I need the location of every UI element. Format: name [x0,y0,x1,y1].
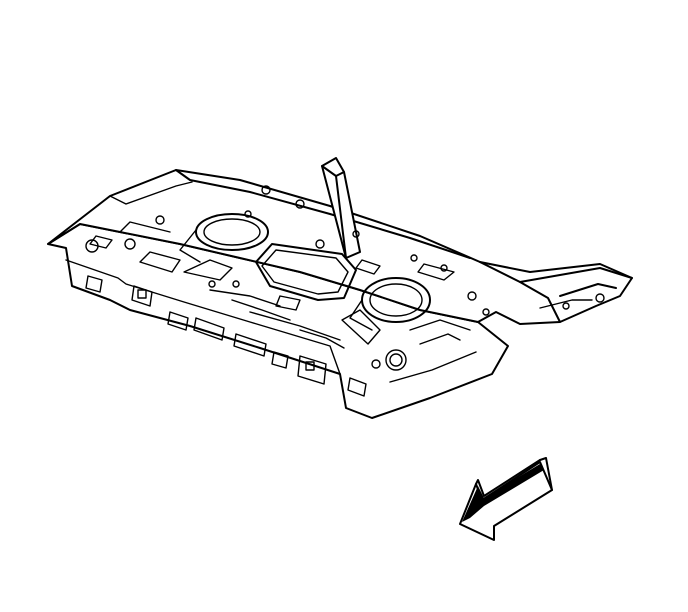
center-recess [255,243,357,301]
right-speaker-opening [349,277,431,331]
front-skirt-cutouts [65,259,477,397]
left-speaker-opening [179,213,269,263]
vertical-bracket [321,157,361,259]
direction-arrow-icon [459,457,553,541]
floor-stampings [85,185,490,371]
